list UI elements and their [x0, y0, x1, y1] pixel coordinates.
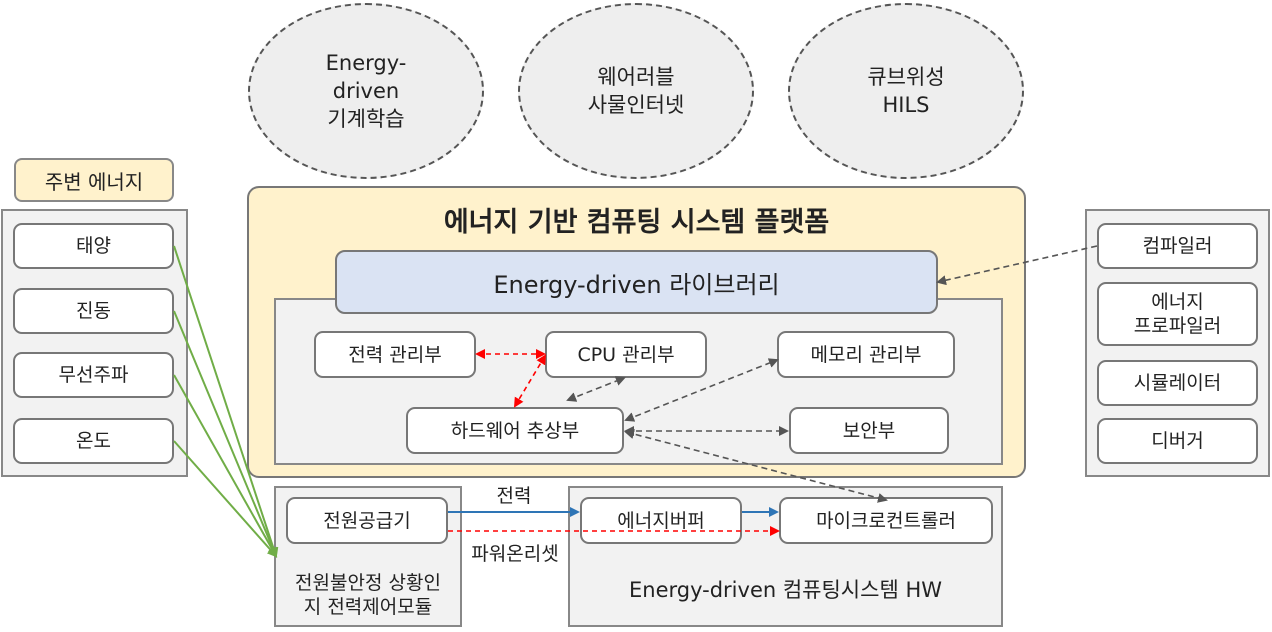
memory-management-module: 메모리 관리부 [777, 331, 955, 378]
energy-source-vibration: 진동 [13, 288, 174, 334]
ambient-energy-title: 주변 에너지 [14, 158, 174, 202]
security-module: 보안부 [789, 407, 949, 454]
hardware-abstraction-module: 하드웨어 추상부 [406, 407, 624, 454]
cpu-management-module: CPU 관리부 [545, 331, 707, 378]
concept-cloud-cubesat-hils: 큐브위성 HILS [788, 3, 1024, 179]
concept-cloud-ml: Energy- driven 기계학습 [248, 3, 484, 179]
power-supply: 전원공급기 [286, 497, 448, 544]
tool-simulator: 시뮬레이터 [1097, 360, 1258, 406]
energy-source-thermal: 온도 [13, 418, 174, 464]
tool-compiler: 컴파일러 [1097, 223, 1258, 269]
concept-cloud-wearable-iot: 웨어러블 사물인터넷 [518, 3, 754, 179]
energy-driven-library: Energy-driven 라이브러리 [335, 250, 938, 314]
microcontroller: 마이크로컨트롤러 [779, 497, 993, 544]
hw-caption: Energy-driven 컴퓨팅시스템 HW [628, 578, 942, 602]
platform-title: 에너지 기반 컴퓨팅 시스템 플랫폼 [443, 207, 830, 238]
power-control-module-caption: 전원불안정 상황인 지 전력제어모듈 [295, 572, 441, 618]
reset-arrow-label: 파워온리셋 [471, 543, 559, 565]
power-management-module: 전력 관리부 [314, 331, 476, 378]
energy-source-solar: 태양 [13, 223, 174, 269]
tool-energy-profiler: 에너지 프로파일러 [1097, 282, 1258, 346]
tool-debugger: 디버거 [1097, 418, 1258, 464]
energy-source-rf: 무선주파 [13, 352, 174, 398]
power-arrow-label: 전력 [496, 485, 532, 507]
energy-buffer: 에너지버퍼 [580, 497, 742, 544]
